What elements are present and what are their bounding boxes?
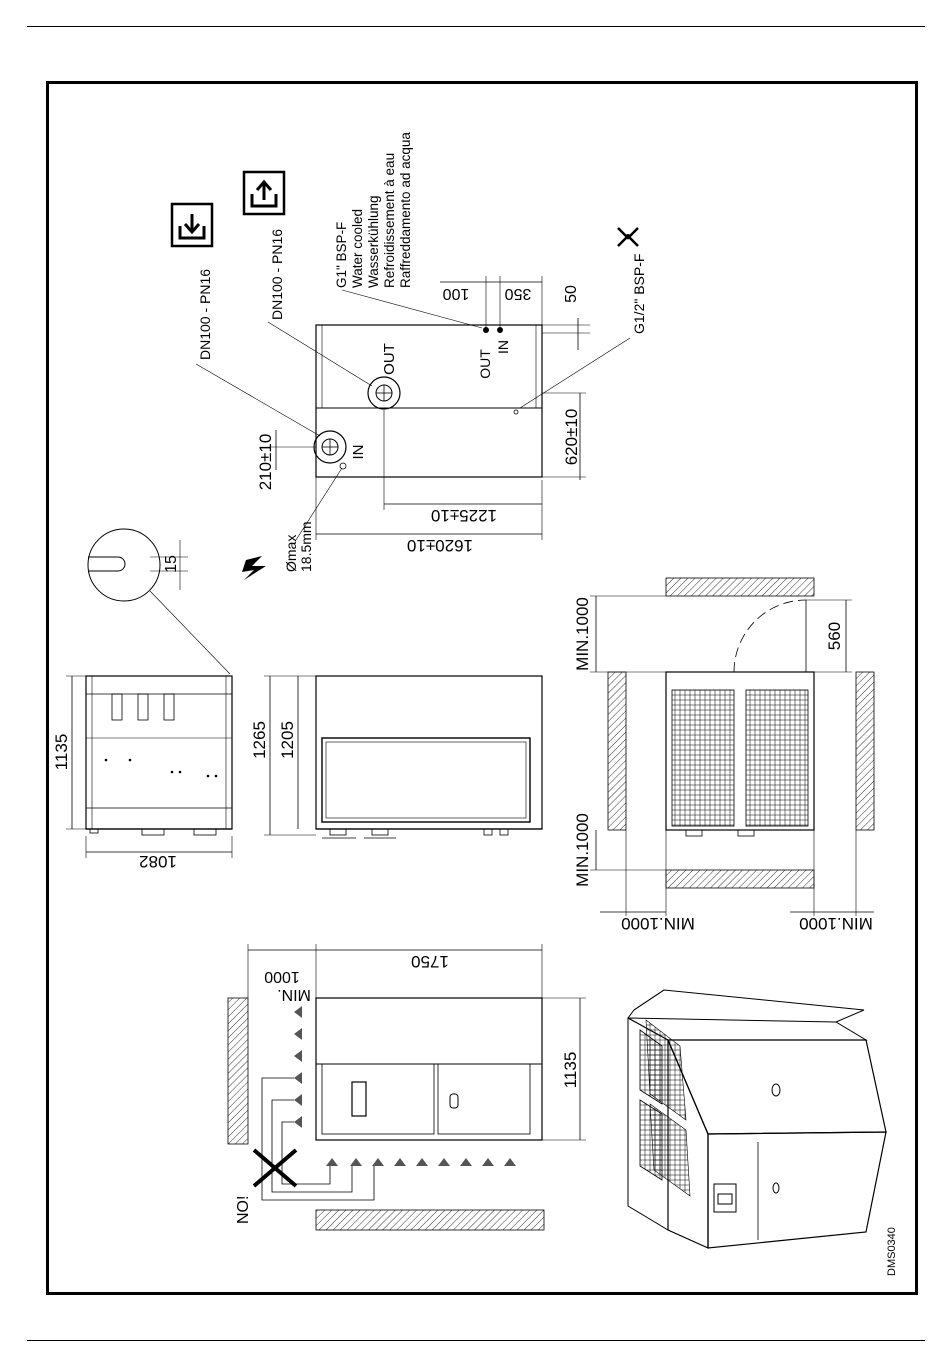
dim-1135-airflow: 1135	[561, 1052, 580, 1089]
inlet-label: IN	[350, 445, 367, 460]
isometric-view: DMS0340	[628, 990, 898, 1276]
cable-size: 18.5mm	[298, 521, 314, 572]
dim-50: 50	[563, 285, 580, 303]
airflow-view: NO! 1750 MIN. 1000 1135	[228, 944, 586, 1230]
min-bottom-dim: MIN.1000	[573, 813, 592, 887]
wall-front	[316, 1210, 544, 1230]
water-outlet-icon	[244, 172, 284, 214]
drain-icon	[618, 228, 638, 246]
door-handle-icon	[450, 1094, 458, 1108]
front-panel	[322, 738, 530, 822]
electric-hazard-icon	[242, 556, 266, 580]
wall-right	[856, 672, 874, 830]
side-view: 1135 1082 15	[52, 529, 232, 871]
water-inlet-icon	[172, 204, 212, 246]
front-outer-dim: 1265	[250, 721, 269, 759]
coil-grille-right	[746, 690, 808, 826]
front-view-outline	[316, 676, 542, 829]
dim-1225: 1225±10	[431, 506, 497, 525]
dn-inlet: DN100 - PN16	[197, 269, 213, 360]
top-view: IN OUT OUT IN 1620±10 1225±10 210±10 620…	[172, 132, 647, 580]
water-note-5: Raffreddamento ad acqua	[398, 132, 413, 288]
wall-left	[608, 672, 626, 830]
wall-bottom	[666, 870, 814, 888]
door-dim: 560	[825, 622, 844, 650]
min-left-dim: MIN.1000	[621, 914, 695, 933]
front-inner-dim: 1205	[278, 721, 297, 759]
min-top-dim: MIN.1000	[573, 597, 592, 671]
dim-min-1: MIN.	[277, 986, 311, 1003]
front-view: 1265 1205	[250, 676, 542, 838]
dim-620: 620±10	[562, 409, 581, 466]
wall-back	[228, 998, 248, 1144]
coil-grille-left	[672, 690, 734, 826]
drain-note: G1/2" BSP-F	[631, 254, 647, 334]
water-note-4: Refroidissement à eau	[382, 153, 397, 288]
min-right-dim: MIN.1000	[799, 914, 873, 933]
side-width-dim: 1082	[139, 852, 177, 871]
no-label: NO!	[235, 1196, 252, 1224]
airflow-unit-outline	[316, 998, 542, 1140]
slot-dim: 15	[163, 555, 180, 573]
airflow-arrows	[294, 1006, 516, 1166]
dim-1750: 1750	[411, 952, 449, 971]
dim-1620: 1620±10	[407, 536, 473, 555]
clearance-view: 560 MIN.1000 MIN.1000 MIN.1000 MIN.1000	[573, 578, 874, 933]
dim-min-2: 1000	[264, 968, 300, 985]
side-view-outline	[86, 676, 232, 829]
water-note-1: G1" BSP-F	[334, 222, 349, 288]
water-note-2: Water cooled	[350, 209, 365, 288]
outlet-label: OUT	[381, 343, 398, 375]
water-out-label: OUT	[477, 349, 493, 379]
dim-210: 210±10	[256, 434, 275, 491]
cable-max: Ømax	[283, 535, 299, 572]
wall-top	[666, 578, 814, 596]
dim-100: 100	[443, 285, 470, 302]
control-panel-window	[352, 1082, 366, 1116]
doc-code: DMS0340	[886, 1227, 898, 1276]
dim-350: 350	[505, 285, 532, 302]
water-in-label: IN	[495, 340, 511, 354]
slot-detail-circle	[88, 529, 160, 601]
side-height-dim: 1135	[52, 734, 71, 771]
dn-outlet: DN100 - PN16	[269, 229, 285, 320]
water-note-3: Wasserkühlung	[366, 195, 381, 288]
